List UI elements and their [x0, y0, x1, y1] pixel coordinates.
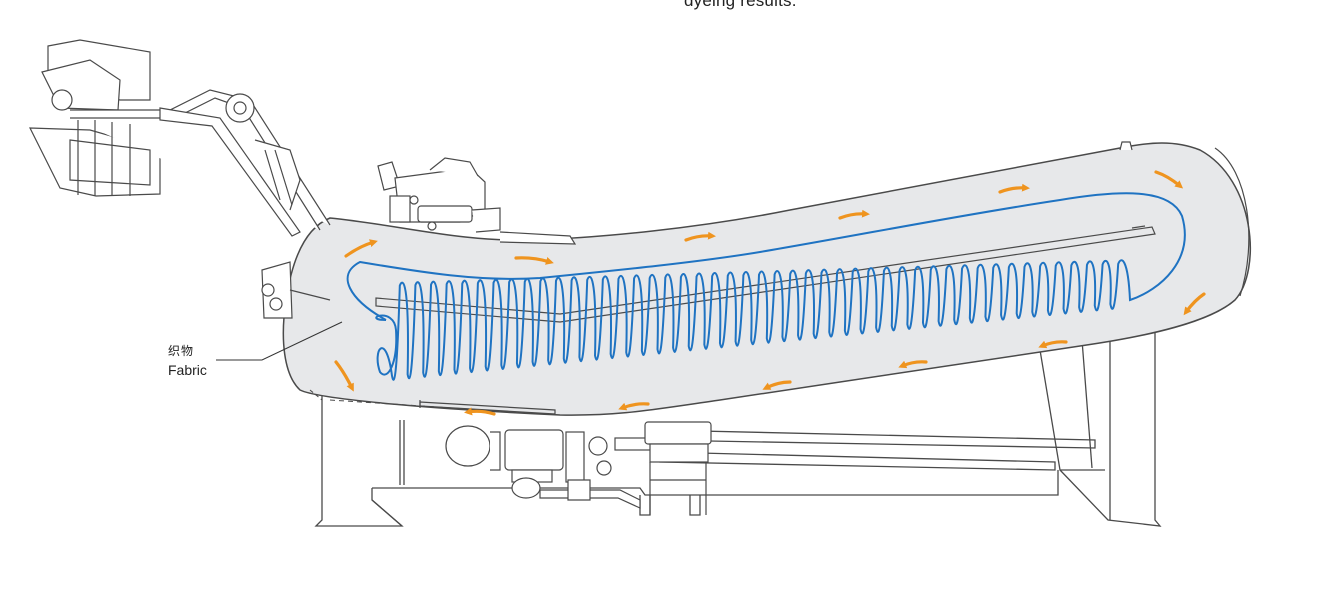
flow-arrow-icon — [762, 380, 792, 390]
reel-head — [29, 39, 331, 237]
flow-arrow-icon — [464, 407, 496, 416]
flow-arrow-icon — [1183, 292, 1206, 316]
fabric-label: 织物 Fabric — [168, 342, 207, 380]
tube-front-cap — [1214, 147, 1250, 297]
flow-arrow-icon — [1154, 170, 1184, 189]
guide-rails — [375, 225, 1156, 415]
dyeing-tube-body — [282, 142, 1252, 416]
pump-assembly — [445, 421, 712, 515]
flow-arrows — [334, 170, 1206, 416]
top-caption: dyeing results. — [684, 0, 797, 10]
flow-arrow-icon — [1038, 340, 1068, 349]
top-valves — [377, 157, 577, 245]
flow-arrow-icon — [334, 360, 354, 392]
flow-arrow-icon — [898, 360, 928, 369]
flow-arrow-icon — [514, 256, 554, 265]
fabric-label-zh: 织物 — [168, 344, 195, 358]
flow-arrow-icon — [618, 402, 650, 411]
flow-arrow-icon — [344, 239, 378, 258]
flow-arrow-icon — [998, 183, 1030, 194]
fabric-label-en: Fabric — [168, 362, 207, 378]
fabric-leader-line — [216, 321, 343, 361]
flow-arrow-icon — [838, 209, 870, 220]
fabric-path — [346, 192, 1186, 381]
end-fittings — [261, 141, 1133, 319]
flow-arrow-icon — [684, 231, 716, 242]
